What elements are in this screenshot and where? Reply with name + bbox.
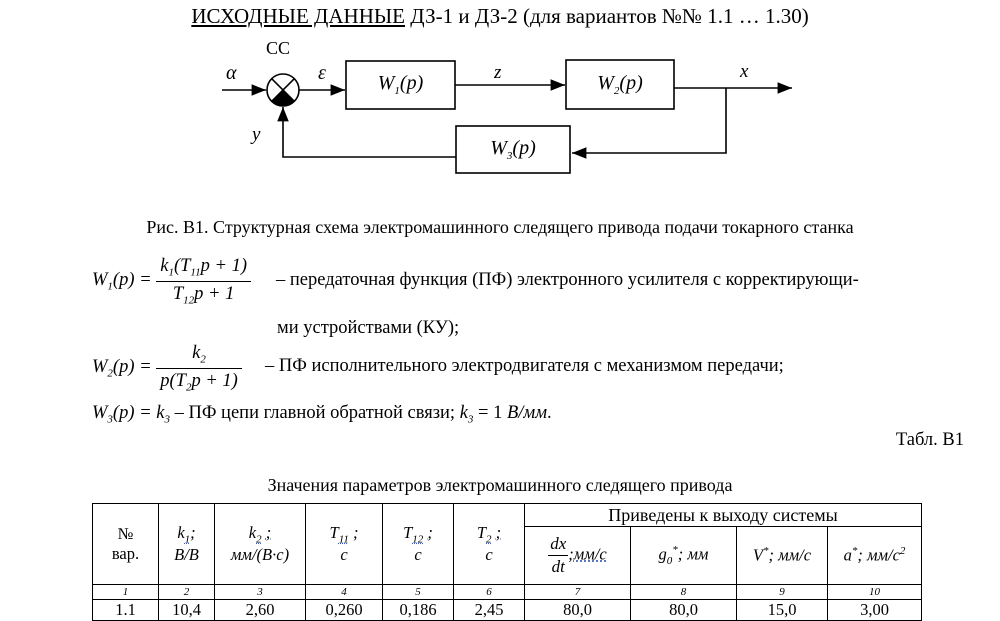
feedback-arrow-to-w3: [572, 88, 727, 159]
cc-label: СС: [266, 38, 291, 58]
x-label: x: [740, 61, 749, 82]
page-title: ИСХОДНЫЕ ДАННЫЕ ДЗ-1 и ДЗ-2 (для вариант…: [0, 4, 1000, 29]
summing-junction-icon: [266, 73, 300, 107]
feedback-arrow-to-junction: [277, 107, 456, 158]
header-t2: T2 ;с: [453, 503, 525, 585]
header-k1: k1;В/В: [158, 503, 215, 585]
equation-w3: W3(p) = k3 – ПФ цепи главной обратной св…: [92, 403, 552, 426]
w1-description-line2: ми устройствами (КУ);: [277, 318, 460, 338]
w2-description: – ПФ исполнительного электродвигателя с …: [265, 356, 784, 376]
alpha-label: α: [226, 62, 237, 84]
header-a: a*; мм/с2: [827, 526, 922, 585]
header-k2: k2 ;мм/(В·с): [214, 503, 306, 585]
w1-description-line1: – передаточная функция (ПФ) электронного…: [276, 270, 859, 290]
figure-caption: Рис. В1. Структурная схема электромашинн…: [146, 217, 854, 237]
y-label: y: [252, 124, 261, 145]
w1-formula: W1(p) = k1(T11p + 1)T12p + 1: [92, 256, 251, 306]
block-w3: [455, 125, 571, 174]
table-title: Значения параметров электромашинного сле…: [267, 475, 733, 495]
block-w2: [565, 59, 675, 110]
header-t11: T11 ;с: [305, 503, 383, 585]
header-g0: g0*; мм: [630, 526, 737, 585]
equation-w1: W1(p) = k1(T11p + 1)T12p + 1: [92, 256, 251, 306]
epsilon-label: ε: [318, 62, 326, 84]
block-w1-label: W1(p): [377, 72, 424, 97]
block-w2-label: W2(p): [597, 72, 643, 97]
header-group: Приведены к выходу системы: [524, 502, 922, 528]
header-t12: T12 ;с: [382, 503, 454, 585]
table-label: Табл. В1: [895, 430, 964, 450]
block-diagram: [222, 59, 792, 174]
header-v: V*; мм/с: [736, 526, 828, 585]
title-rest: ДЗ-1 и ДЗ-2 (для вариантов №№ 1.1 … 1.30…: [405, 4, 809, 28]
z-label: z: [494, 62, 502, 83]
title-underlined: ИСХОДНЫЕ ДАННЫЕ: [191, 4, 406, 28]
block-w3-label: W3(p): [490, 137, 536, 162]
